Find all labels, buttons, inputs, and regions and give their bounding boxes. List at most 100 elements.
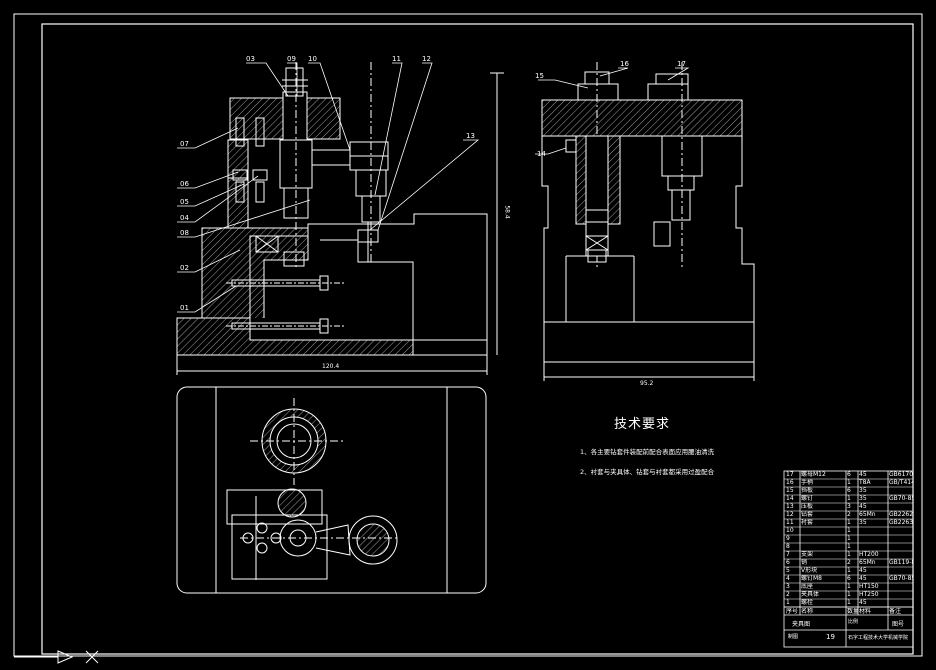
dimension-front-width: 120.4 — [322, 363, 340, 370]
inner-border — [41, 23, 914, 655]
bom-cell-qty: 1 — [847, 591, 851, 598]
bom-cell-std: GB2262-80 — [889, 511, 913, 518]
callout-08: 08 — [180, 229, 189, 237]
bom-cell-qty: 6 — [847, 471, 851, 478]
bom-cell-qty: 6 — [847, 575, 851, 582]
callout-12: 12 — [422, 55, 431, 63]
bom-cell-qty: 2 — [847, 511, 851, 518]
bom-cell-std: GB70-85 — [889, 575, 913, 582]
bom-cell-no: 13 — [786, 503, 794, 510]
bom-cell-no: 1 — [786, 599, 790, 606]
bom-cell-name: 夹具体 — [801, 591, 820, 598]
bom-row-lines — [784, 478, 913, 608]
title-block-scale-label: 比例 — [848, 619, 859, 625]
bom-cell-std: GB2263-80 — [889, 519, 913, 526]
bom-cell-qty: 1 — [847, 551, 851, 558]
bom-cell-no: 2 — [786, 591, 790, 598]
bom-cell-mat: 35 — [859, 487, 867, 494]
bom-cell-mat: 35 — [859, 519, 867, 526]
bom-cell-name: 螺栓 — [801, 599, 814, 606]
bom-cell-name: 压板 — [801, 503, 814, 510]
callout-06: 06 — [180, 180, 189, 188]
bom-cell-mat: 45 — [859, 567, 867, 574]
callout-04: 04 — [180, 214, 189, 222]
bom-cell-mat: T8A — [859, 479, 871, 486]
bom-cell-name: 名称 — [801, 608, 814, 615]
bom-cell-name: 底座 — [801, 583, 814, 590]
bom-cell-std: GB119-86 — [889, 559, 913, 566]
bom-cell-mat: 材料 — [859, 608, 872, 615]
bom-cell-no: 7 — [786, 551, 790, 558]
bom-cell-std: GB70-85 — [889, 495, 913, 502]
bom-cell-name: 钻套 — [801, 511, 814, 518]
callout-16: 16 — [620, 60, 629, 68]
bom-cell-mat: 45 — [859, 471, 867, 478]
bom-cell-qty: 1 — [847, 495, 851, 502]
bom-cell-mat: HT250 — [859, 591, 879, 598]
bom-cell-qty: 1 — [847, 543, 851, 550]
callout-03: 03 — [246, 55, 255, 63]
top-view — [176, 386, 487, 594]
bom-header-row: 序号名称数量材料备注 — [784, 608, 913, 616]
bom-cell-qty: 1 — [847, 567, 851, 574]
bom-cell-qty: 6 — [847, 487, 851, 494]
bom-cell-qty: 1 — [847, 535, 851, 542]
dimension-side-width: 95.2 — [640, 380, 654, 387]
bom-cell-no: 5 — [786, 567, 790, 574]
callout-09: 09 — [287, 55, 296, 63]
bom-cell-mat: 65Mn — [859, 511, 876, 518]
bom-cell-qty: 1 — [847, 599, 851, 606]
bom-cell-no: 15 — [786, 487, 794, 494]
bom-cell-qty: 3 — [847, 503, 851, 510]
bom-row: 1 螺栓 1 45 — [784, 599, 913, 607]
bom-row: 2 夹具体 1 HT250 — [784, 591, 913, 599]
bom-cell-name: 支架 — [801, 551, 814, 558]
tech-note-2: 2、衬套与夹具体、钻套与衬套都采用过盈配合 — [580, 468, 715, 476]
bom-cell-name: 螺钉 — [801, 495, 814, 502]
bom-cell-no: 6 — [786, 559, 790, 566]
bom-cell-no: 11 — [786, 519, 794, 526]
bom-cell-no: 14 — [786, 495, 794, 502]
bom-cell-qty: 1 — [847, 527, 851, 534]
bom-row: 15 挡板 6 35 — [784, 487, 913, 495]
bom-cell-std: GB6170-86 — [889, 471, 913, 478]
bom-cell-mat: HT200 — [859, 551, 879, 558]
bom-cell-qty: 1 — [847, 479, 851, 486]
bom-cell-no: 4 — [786, 575, 790, 582]
front-view — [176, 62, 504, 375]
bom-cell-no: 17 — [786, 471, 794, 478]
outer-border — [13, 13, 923, 657]
bom-cell-mat: 45 — [859, 599, 867, 606]
bom-cell-no: 9 — [786, 535, 790, 542]
tech-note-1: 1、各主要钻套件装配前配合表面应用腰油清洗 — [580, 448, 715, 456]
callout-17: 17 — [677, 60, 686, 68]
title-block-assembly: 夹具图 — [792, 621, 811, 628]
callout-13: 13 — [466, 132, 475, 140]
bom-cell-mat: 35 — [859, 495, 867, 502]
callout-14: 14 — [537, 150, 546, 158]
callout-07: 07 — [180, 140, 189, 148]
dimension-front-height: 58.4 — [503, 205, 511, 219]
bom-cell-name: 衬套 — [801, 519, 814, 526]
bom-cell-mat: HT150 — [859, 583, 879, 590]
tech-heading: 技术要求 — [614, 417, 671, 432]
title-block-number: 19 — [826, 633, 835, 641]
bom-cell-name: 挡板 — [801, 487, 814, 494]
callout-05: 05 — [180, 198, 189, 206]
bom-row: 11 衬套 1 35 GB2263-80 — [784, 519, 913, 527]
bom-cell-no: 8 — [786, 543, 790, 550]
bom-table: 17螺母M12645GB6170-8616手柄1T8AGB/T414115挡板6… — [784, 471, 913, 645]
bom-cell-qty: 数量 — [847, 608, 858, 615]
callout-10: 10 — [308, 55, 317, 63]
callout-11: 11 — [392, 55, 401, 63]
bom-cell-qty: 1 — [847, 519, 851, 526]
bom-cell-std: GB/T4141 — [889, 479, 913, 486]
callout-15: 15 — [535, 72, 544, 80]
